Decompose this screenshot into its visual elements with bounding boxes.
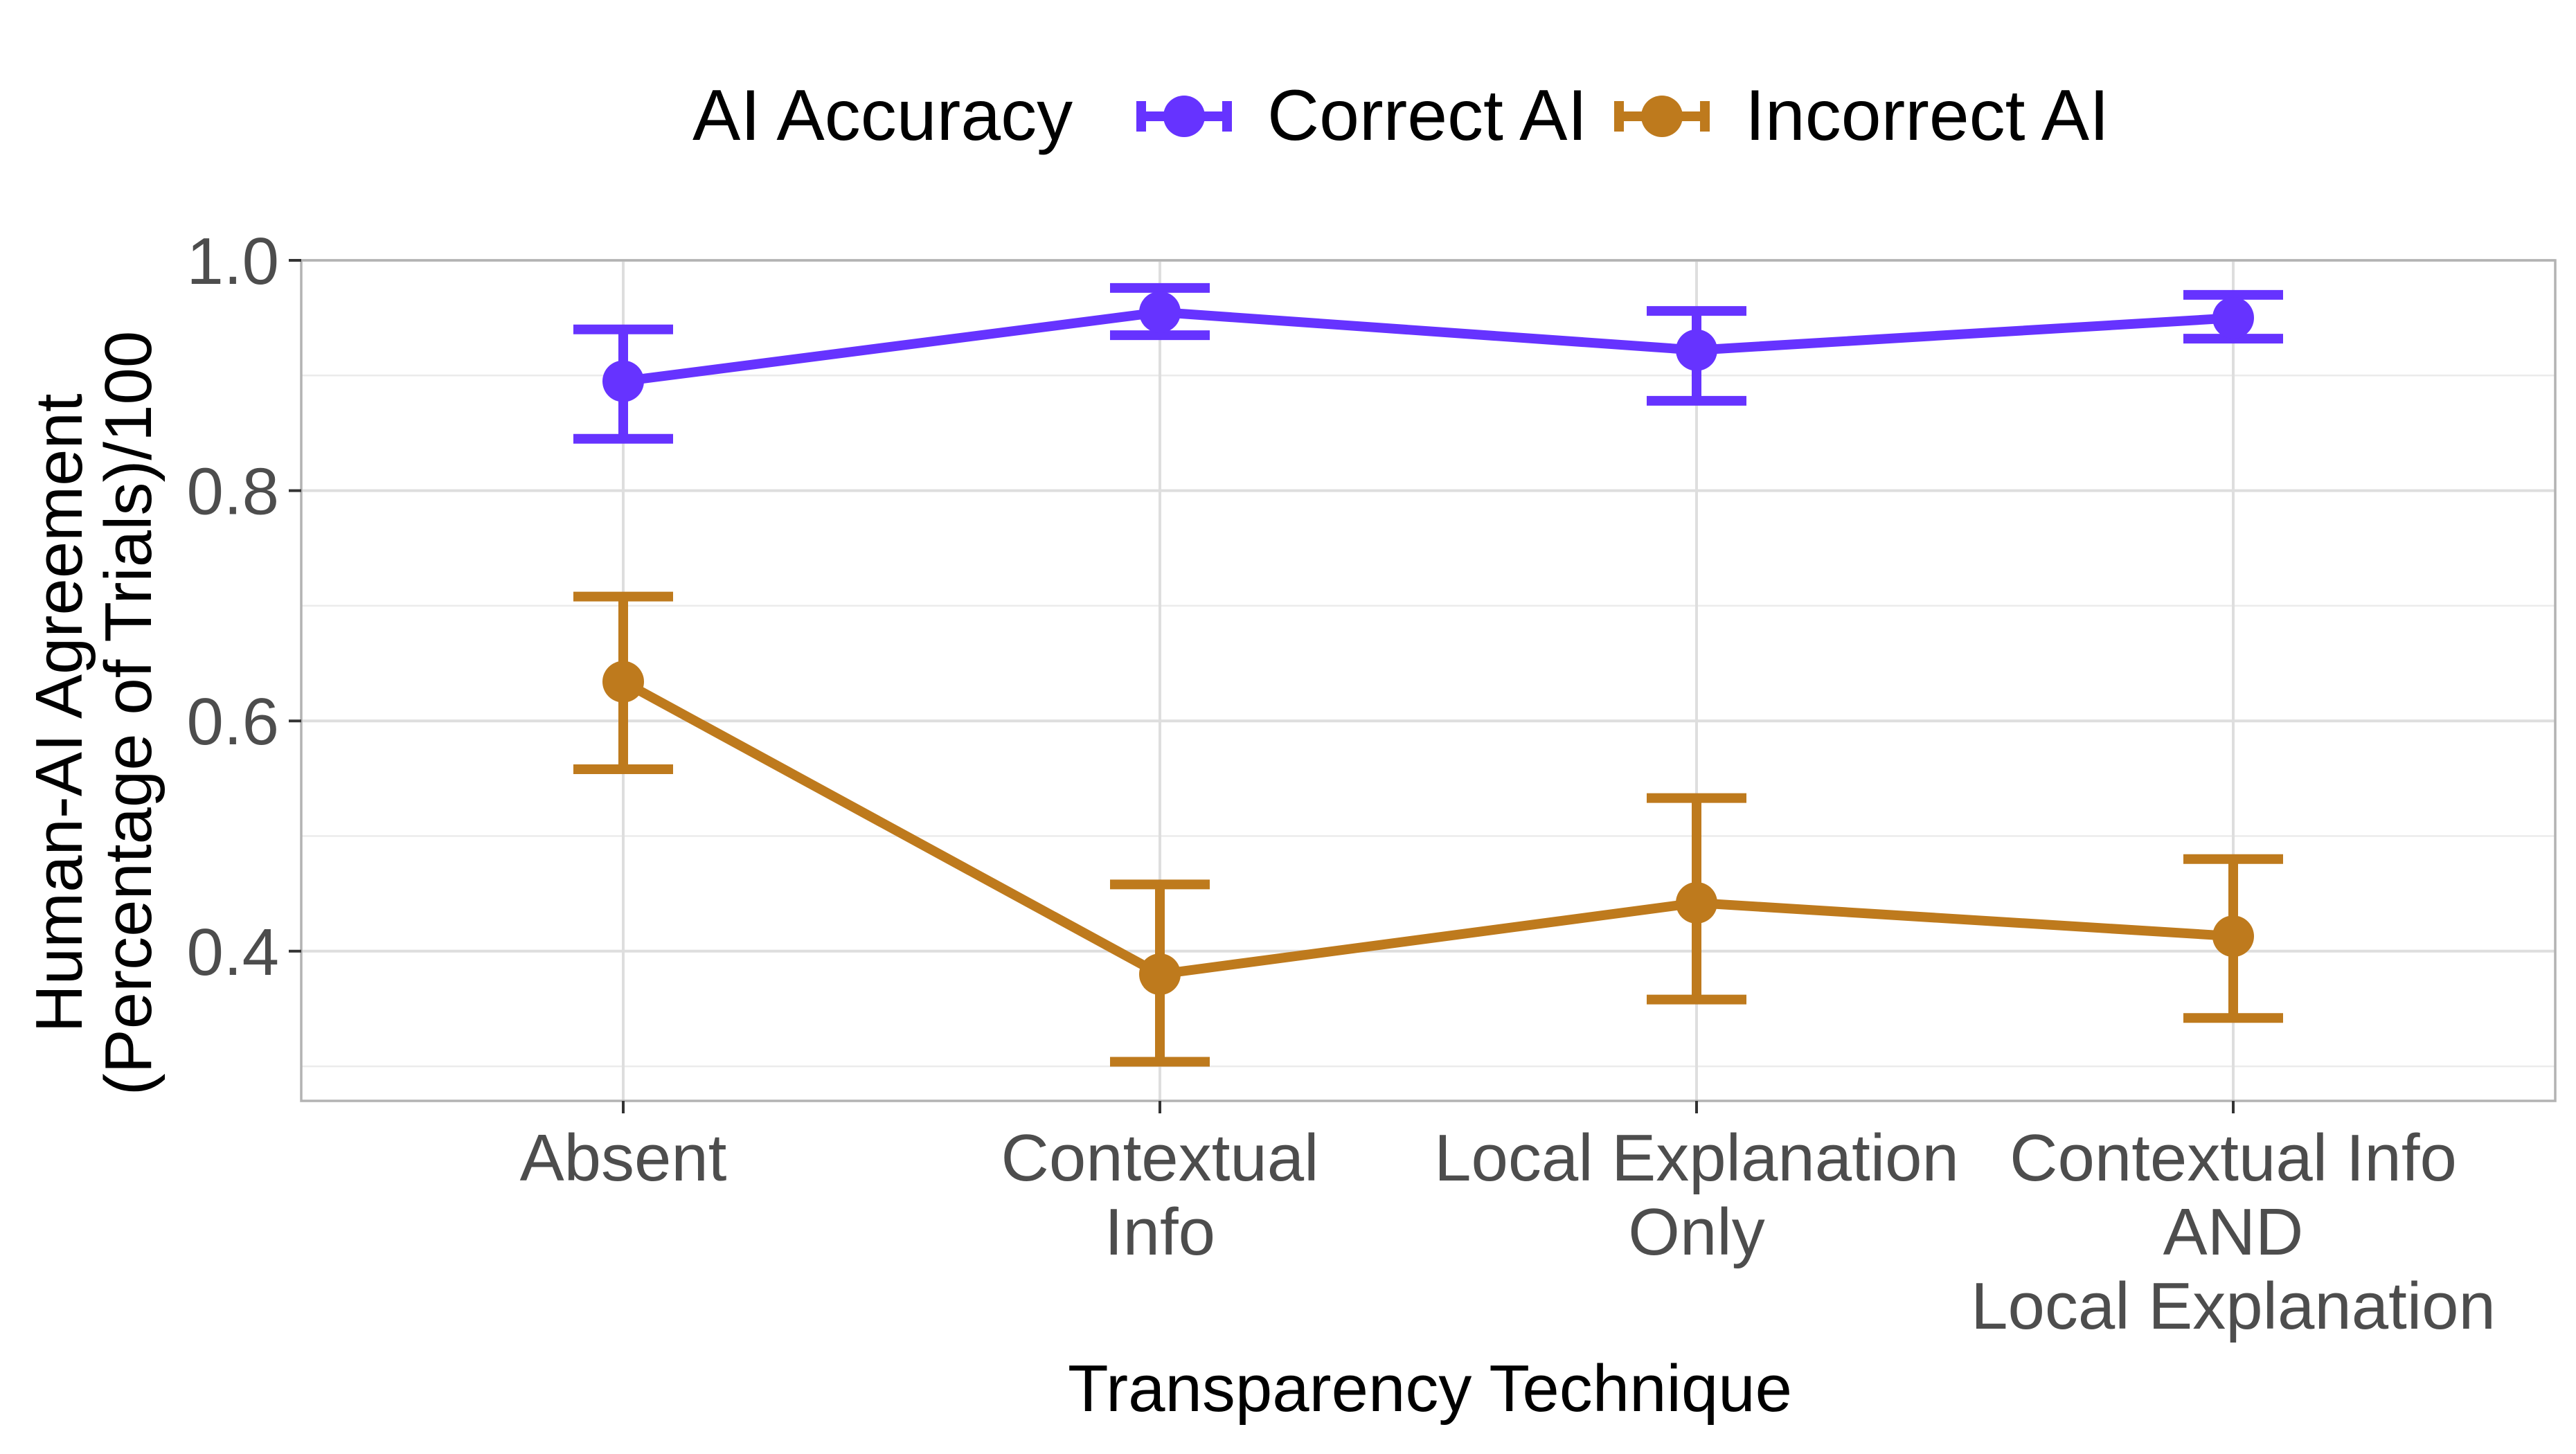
y-tick-label: 0.4 — [187, 915, 279, 989]
legend-key-point — [1163, 96, 1205, 137]
data-point — [1676, 881, 1717, 924]
data-point — [602, 360, 644, 402]
x-tick-label-line: Contextual — [1001, 1121, 1319, 1195]
y-tick-label: 0.8 — [187, 455, 279, 529]
data-point — [1139, 953, 1181, 996]
y-axis: 0.4 0.6 0.8 1.0 — [187, 224, 301, 989]
x-tick-label-line: Info — [1104, 1195, 1215, 1269]
x-tick-label-line: Only — [1628, 1195, 1764, 1269]
series-correct-ai — [573, 282, 2283, 444]
legend-item-correct-ai: Correct AI — [1136, 75, 1587, 156]
data-point — [1676, 329, 1717, 371]
legend-title: AI Accuracy — [692, 75, 1073, 156]
y-tick-label: 0.6 — [187, 685, 279, 759]
plot-area — [300, 259, 2557, 1102]
series-line — [618, 307, 2238, 386]
legend-item-incorrect-ai: Incorrect AI — [1614, 75, 2109, 156]
plot-border — [300, 259, 2557, 1102]
x-tick-label-line: Absent — [520, 1121, 727, 1195]
x-axis-title: Transparency Technique — [1068, 1352, 1792, 1426]
y-axis-title: Human-AI Agreement(Percentage of Trials)… — [22, 331, 166, 1096]
legend: AI Accuracy Correct AI Incorrect AI — [692, 75, 2109, 156]
y-axis-title-text: Human-AI Agreement(Percentage of Trials)… — [22, 331, 166, 1096]
legend-label: Correct AI — [1267, 75, 1587, 156]
y-axis-title-line: Human-AI Agreement — [22, 393, 96, 1032]
plot-background — [301, 260, 2555, 1101]
x-tick-label: Absent — [520, 1121, 727, 1195]
data-point — [602, 661, 644, 703]
data-point — [2212, 297, 2254, 339]
legend-key-point — [1641, 96, 1683, 137]
x-tick-label-line: AND — [2163, 1195, 2304, 1269]
legend-label: Incorrect AI — [1745, 75, 2109, 156]
x-tick-label-line: Local Explanation — [1971, 1269, 2496, 1343]
series-incorrect-ai — [573, 591, 2283, 1067]
data-point — [2212, 915, 2254, 958]
y-axis-title-line: (Percentage of Trials)/100 — [91, 331, 166, 1096]
data-point — [1139, 291, 1181, 333]
x-tick-label-line: Contextual Info — [2010, 1121, 2457, 1195]
series-line — [618, 676, 2238, 980]
y-tick-label: 1.0 — [187, 224, 279, 298]
x-tick-label-line: Local Explanation — [1434, 1121, 1959, 1195]
